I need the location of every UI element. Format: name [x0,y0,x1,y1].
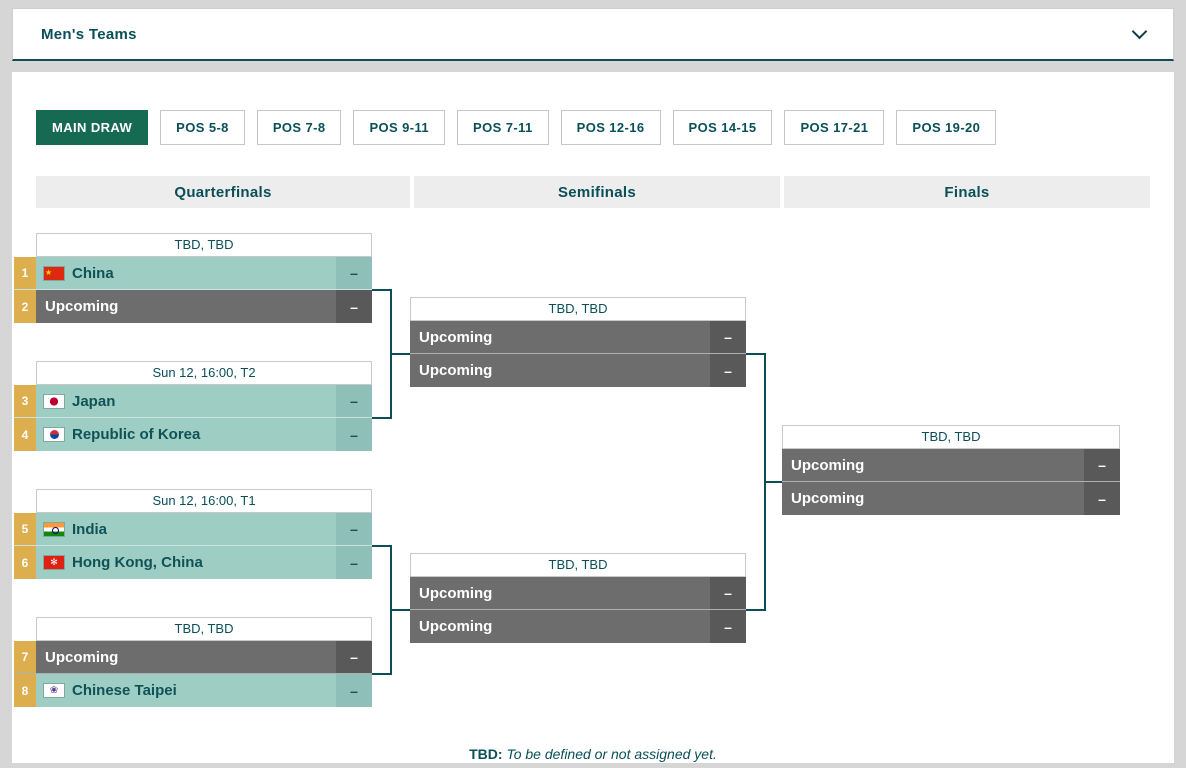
bracket-connector [390,609,410,611]
bracket-connector [372,417,390,419]
seed-badge: 8 [14,674,36,707]
match-qf3: Sun 12, 16:00, T1 5 India – 6 Hong Kong,… [14,489,372,579]
round-header-semifinals: Semifinals [414,176,780,208]
team-category-value: Men's Teams [41,25,137,43]
team-row[interactable]: Upcoming – [782,449,1120,482]
team-name: Hong Kong, China [72,554,203,571]
round-header-quarterfinals: Quarterfinals [36,176,410,208]
team-row[interactable]: 4 Republic of Korea – [14,418,372,451]
korea-flag-icon [44,428,64,441]
team-row[interactable]: 1 China – [14,257,372,290]
hong-kong-flag-icon [44,556,64,569]
team-row[interactable]: 3 Japan – [14,385,372,418]
match-title: Sun 12, 16:00, T1 [36,489,372,513]
team-name: Upcoming [419,328,493,346]
match-title: TBD, TBD [36,617,372,641]
team-category-select[interactable]: Men's Teams [12,8,1174,61]
score-cell: – [336,257,372,289]
team-row[interactable]: Upcoming – [410,577,746,610]
seed-badge: 4 [14,418,36,451]
team-name: Upcoming [791,490,865,507]
bracket-connector [372,673,390,675]
bracket-connector [372,289,390,291]
score-cell: – [1084,482,1120,515]
match-sf1: TBD, TBD Upcoming – Upcoming – [410,297,746,387]
draw-tabs: MAIN DRAW POS 5-8 POS 7-8 POS 9-11 POS 7… [36,110,997,145]
team-row[interactable]: 2 Upcoming – [14,290,372,323]
score-cell: – [710,354,746,387]
bracket-panel: MAIN DRAW POS 5-8 POS 7-8 POS 9-11 POS 7… [12,72,1174,763]
match-title: TBD, TBD [410,553,746,577]
tab-pos-19-20[interactable]: POS 19-20 [896,110,997,145]
score-cell: – [336,418,372,451]
bracket-connector [390,353,410,355]
bracket-connector [764,481,782,483]
team-row[interactable]: 5 India – [14,513,372,546]
score-cell: – [336,290,372,323]
tbd-note: TBD: To be defined or not assigned yet. [12,746,1174,762]
score-cell: – [336,513,372,545]
seed-badge: 7 [14,641,36,673]
tab-pos-9-11[interactable]: POS 9-11 [353,110,446,145]
match-qf1: TBD, TBD 1 China – 2 Upcoming – [14,233,372,323]
team-row[interactable]: 7 Upcoming – [14,641,372,674]
tab-pos-14-15[interactable]: POS 14-15 [672,110,773,145]
chevron-down-icon [1131,23,1148,40]
seed-badge: 2 [14,290,36,323]
team-name: Upcoming [419,584,493,602]
match-title: TBD, TBD [36,233,372,257]
score-cell: – [336,546,372,579]
bracket-connector [372,545,390,547]
tab-pos-7-11[interactable]: POS 7-11 [457,110,549,145]
team-row[interactable]: 6 Hong Kong, China – [14,546,372,579]
round-header-finals: Finals [784,176,1150,208]
match-qf4: TBD, TBD 7 Upcoming – 8 Chinese Taipei – [14,617,372,707]
score-cell: – [336,385,372,417]
team-name: Upcoming [791,456,865,474]
japan-flag-icon [44,394,64,408]
tab-main-draw[interactable]: MAIN DRAW [36,110,149,145]
team-row[interactable]: Upcoming – [782,482,1120,515]
match-title: TBD, TBD [782,425,1120,449]
team-name: India [72,520,108,538]
team-row[interactable]: Upcoming – [410,610,746,643]
seed-badge: 3 [14,385,36,417]
team-name: Japan [72,392,116,410]
bracket-connector [746,353,764,355]
team-name: Upcoming [45,298,119,315]
team-row[interactable]: Upcoming – [410,321,746,354]
team-row[interactable]: 8 Chinese Taipei – [14,674,372,707]
score-cell: – [710,321,746,353]
team-name: Upcoming [419,362,493,379]
seed-badge: 6 [14,546,36,579]
tab-pos-17-21[interactable]: POS 17-21 [784,110,885,145]
tab-pos-12-16[interactable]: POS 12-16 [560,110,661,145]
team-name: Republic of Korea [72,426,201,443]
team-name: Upcoming [45,648,119,666]
bracket-connector [746,609,764,611]
chinese-taipei-flag-icon [44,684,64,697]
india-flag-icon [44,522,64,536]
china-flag-icon [44,266,64,280]
team-name: Chinese Taipei [72,682,177,699]
score-cell: – [710,610,746,643]
seed-badge: 1 [14,257,36,289]
score-cell: – [1084,449,1120,481]
tab-pos-5-8[interactable]: POS 5-8 [160,110,245,145]
score-cell: – [336,674,372,707]
match-title: TBD, TBD [410,297,746,321]
score-cell: – [710,577,746,609]
team-name: China [72,264,114,282]
match-sf2: TBD, TBD Upcoming – Upcoming – [410,553,746,643]
match-qf2: Sun 12, 16:00, T2 3 Japan – 4 Republic o… [14,361,372,451]
tbd-note-label: TBD: [469,746,503,762]
team-row[interactable]: Upcoming – [410,354,746,387]
match-final: TBD, TBD Upcoming – Upcoming – [782,425,1120,515]
match-title: Sun 12, 16:00, T2 [36,361,372,385]
seed-badge: 5 [14,513,36,545]
tab-pos-7-8[interactable]: POS 7-8 [256,110,342,145]
tbd-note-text: To be defined or not assigned yet. [506,746,717,762]
team-name: Upcoming [419,618,493,635]
score-cell: – [336,641,372,673]
